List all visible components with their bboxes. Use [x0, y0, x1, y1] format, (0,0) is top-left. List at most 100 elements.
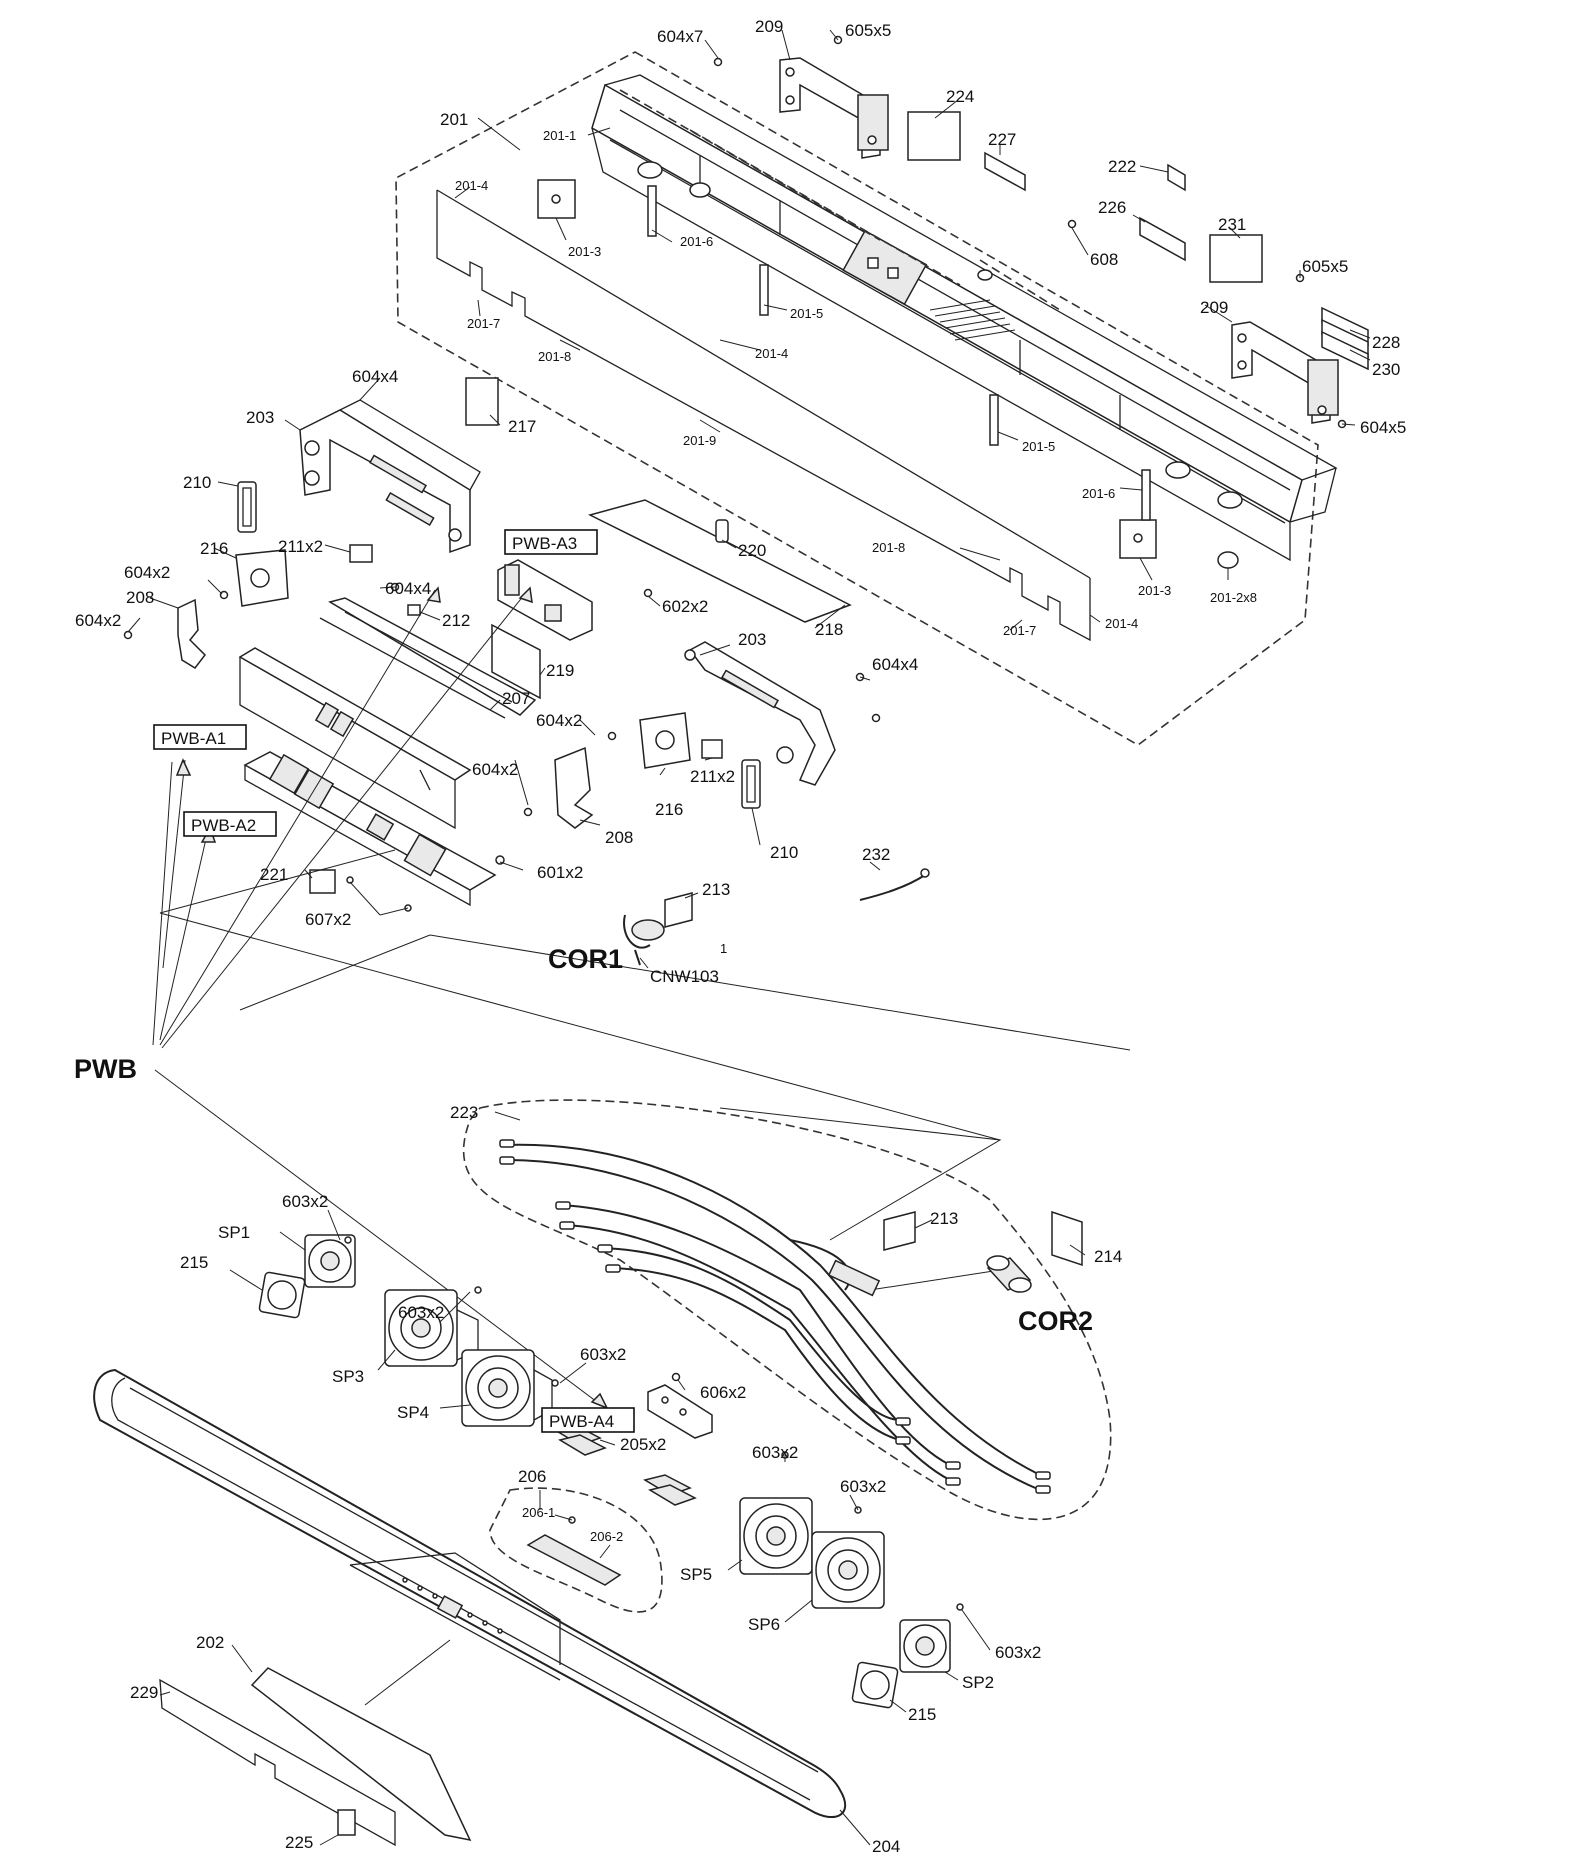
label-604x4-a: 604x4: [352, 367, 398, 386]
label-604x4-c: 604x4: [872, 655, 918, 674]
core-cor1: [623, 914, 665, 966]
label-201-4-c: 201-4: [1105, 616, 1138, 631]
speaker-sp5: [739, 1451, 813, 1575]
label-214: 214: [1094, 1247, 1122, 1266]
label-211x2-a: 211x2: [278, 537, 323, 556]
main-chassis-201: [591, 74, 1338, 562]
label-223: 223: [450, 1103, 478, 1122]
part-212: [407, 604, 421, 616]
bracket-203-left: [299, 399, 481, 554]
label-201-1: 201-1: [543, 128, 576, 143]
boxed-labels: PWB-A3 PWB-A1 PWB-A2 PWB-A4: [153, 529, 635, 1433]
label-606x2: 606x2: [700, 1383, 746, 1402]
part-214: [1051, 1210, 1083, 1267]
label-227: 227: [988, 130, 1016, 149]
label-213-b: 213: [930, 1209, 958, 1228]
boxed-label-pwb-a1: PWB-A1: [161, 729, 226, 748]
ring-215-left: [258, 1271, 306, 1319]
label-608: 608: [1090, 250, 1118, 269]
label-206-1: 206-1: [522, 1505, 555, 1520]
label-213-a: 213: [702, 880, 730, 899]
label-220: 220: [738, 541, 766, 560]
label-202: 202: [196, 1633, 224, 1652]
board-pwb-a2: [243, 751, 505, 907]
label-211x2-b: 211x2: [690, 767, 735, 786]
label-206-2: 206-2: [590, 1529, 623, 1544]
label-604x2-d: 604x2: [472, 760, 518, 779]
bracket-209-right: [1231, 321, 1339, 424]
label-603x2-c: 603x2: [580, 1345, 626, 1364]
sheet-229: [159, 1678, 396, 1847]
part-210-right: [741, 759, 761, 809]
gasket-201-4: [436, 190, 1091, 642]
label-210-b: 210: [770, 843, 798, 862]
label-215-a: 215: [180, 1253, 208, 1272]
label-sp5: SP5: [680, 1565, 712, 1584]
label-605x5-top: 605x5: [845, 21, 891, 40]
part-labels: 604x7 209 605x5 201 201-1 224 227 222 20…: [75, 17, 1406, 1855]
speaker-sp6: [811, 1506, 885, 1609]
label-sp2: SP2: [962, 1673, 994, 1692]
label-231: 231: [1218, 215, 1246, 234]
bold-label-cor1: COR1: [548, 944, 623, 974]
label-603x2-f: 603x2: [995, 1643, 1041, 1662]
part-211-left: [349, 544, 373, 563]
upper-assembly-boundary: [395, 51, 1319, 746]
label-201-4-a: 201-4: [455, 178, 488, 193]
label-sp1: SP1: [218, 1223, 250, 1242]
label-216-a: 216: [200, 539, 228, 558]
label-603x2-e: 603x2: [840, 1477, 886, 1496]
window-202: [250, 1667, 472, 1842]
ring-215-right: [851, 1661, 899, 1709]
bold-label-cor2: COR2: [1018, 1306, 1093, 1336]
label-603x2-a: 603x2: [282, 1192, 328, 1211]
part-225: [337, 1809, 356, 1836]
label-sp4: SP4: [397, 1403, 429, 1422]
label-602x2: 602x2: [662, 597, 708, 616]
front-grille-204: [93, 1368, 847, 1819]
part-210-left: [237, 481, 257, 533]
label-224: 224: [946, 87, 974, 106]
boxed-label-pwb-a4: PWB-A4: [549, 1412, 614, 1431]
label-230: 230: [1372, 360, 1400, 379]
bracket-209-top: [779, 57, 889, 159]
label-607x2: 607x2: [305, 910, 351, 929]
part-206: [526, 1516, 622, 1586]
boxed-label-pwb-a2: PWB-A2: [191, 816, 256, 835]
label-208-a: 208: [126, 588, 154, 607]
bold-labels: COR1 COR2 PWB: [74, 944, 1093, 1336]
speaker-sp2: [899, 1603, 964, 1673]
cable-232: [859, 874, 926, 901]
part-219: [491, 623, 541, 700]
label-201-7-a: 201-7: [467, 316, 500, 331]
label-604x2-c: 604x2: [536, 711, 582, 730]
part-213-a: [664, 892, 693, 928]
label-222: 222: [1108, 157, 1136, 176]
label-203-b: 203: [738, 630, 766, 649]
bracket-203-right: [684, 641, 881, 786]
bracket-208-left: [177, 598, 206, 669]
label-601x2: 601x2: [537, 863, 583, 882]
sheets: [465, 111, 1369, 623]
label-201-5-b: 201-5: [1022, 439, 1055, 454]
label-cnw103: CNW103: [650, 967, 719, 986]
label-219: 219: [546, 661, 574, 680]
label-203-a: 203: [246, 408, 274, 427]
label-603x2-b: 603x2: [398, 1303, 444, 1322]
label-201-2x8: 201-2x8: [1210, 590, 1257, 605]
group-206-boundary: [489, 1487, 663, 1613]
label-sp3: SP3: [332, 1367, 364, 1386]
label-209-r: 209: [1200, 298, 1228, 317]
label-225: 225: [285, 1833, 313, 1852]
label-201-3-b: 201-3: [1138, 583, 1171, 598]
label-218: 218: [815, 620, 843, 639]
label-603x2-d: 603x2: [752, 1443, 798, 1462]
label-212: 212: [442, 611, 470, 630]
speaker-sp1: [304, 1234, 356, 1288]
speaker-sp3: [384, 1286, 482, 1367]
harness-boundary: [463, 1099, 1112, 1521]
label-201-6-a: 201-6: [680, 234, 713, 249]
label-210-a: 210: [183, 473, 211, 492]
label-201-5-a: 201-5: [790, 306, 823, 321]
